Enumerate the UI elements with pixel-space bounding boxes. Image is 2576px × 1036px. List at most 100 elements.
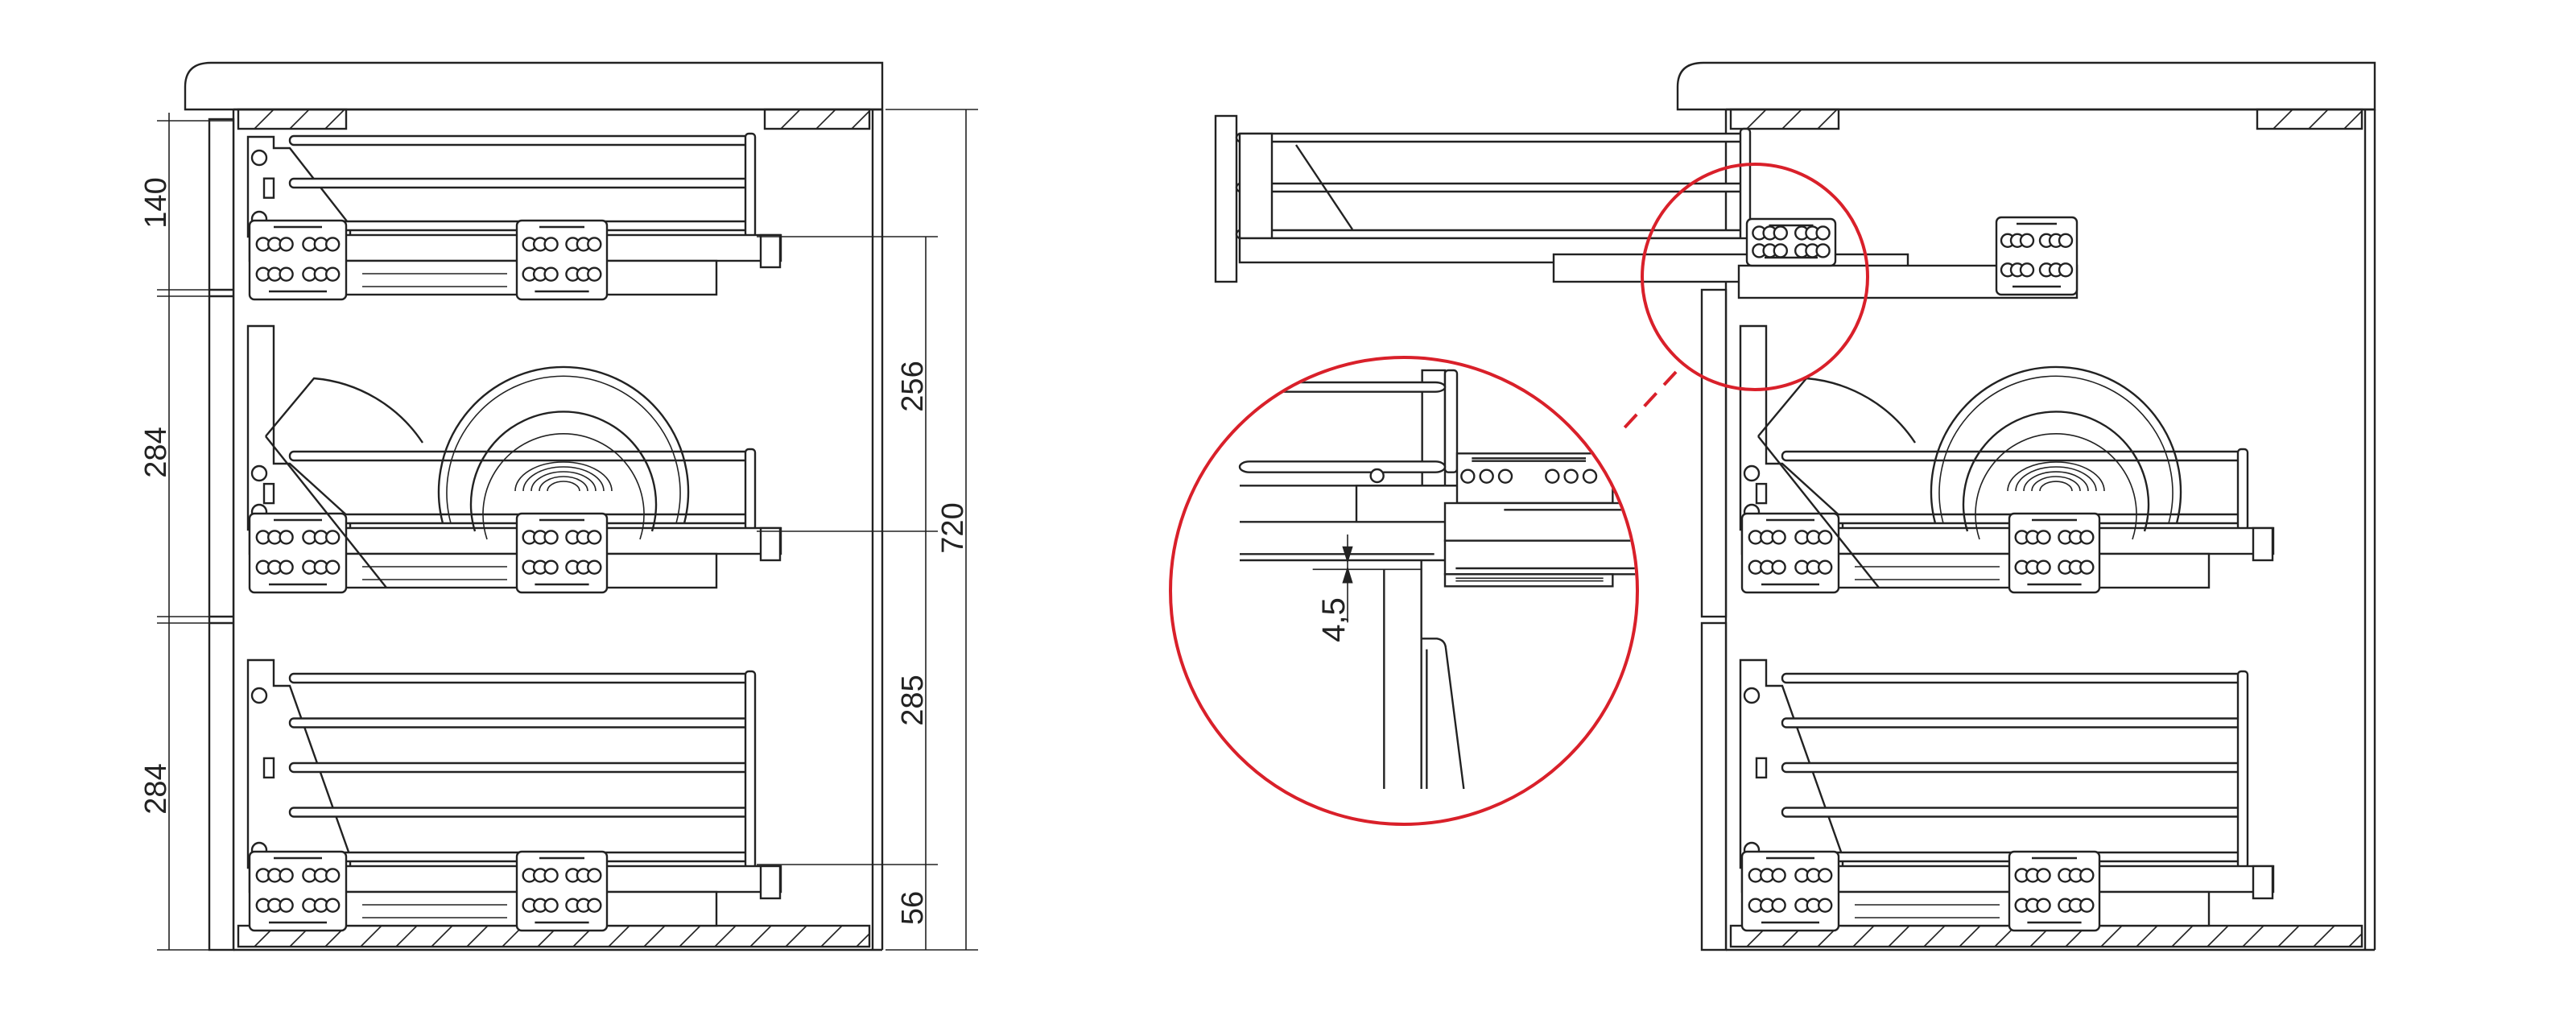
line-work bbox=[2100, 925, 2123, 947]
line-work bbox=[2308, 109, 2329, 130]
line-work bbox=[1740, 850, 1840, 932]
line-work bbox=[2039, 481, 2073, 492]
mounting-hole bbox=[543, 898, 559, 913]
basket-rail bbox=[1781, 762, 2243, 774]
slide-mounting-plate bbox=[515, 219, 609, 301]
line-work bbox=[714, 925, 737, 947]
line-work bbox=[2171, 925, 2194, 947]
basket-front-post bbox=[744, 132, 757, 238]
dimension-label-284-upper: 284 bbox=[139, 427, 173, 477]
line-work bbox=[289, 109, 310, 130]
right-cabinet-view bbox=[1214, 61, 2376, 951]
dinner-plates bbox=[1757, 365, 2182, 588]
basket-rail bbox=[1781, 807, 2243, 818]
dimension-label-284-lower: 284 bbox=[139, 763, 173, 814]
mounting-hole bbox=[2058, 233, 2074, 248]
hatched-panel bbox=[763, 108, 871, 130]
mounting-hole bbox=[325, 559, 341, 575]
mounting-hole bbox=[1771, 898, 1786, 913]
screw-icon bbox=[250, 149, 268, 167]
slide-mounting-plate bbox=[1995, 216, 2079, 296]
line-work bbox=[265, 435, 387, 588]
pull-out-basket bbox=[246, 658, 782, 932]
slide-mounting-plate bbox=[2008, 850, 2101, 932]
line-work bbox=[437, 365, 690, 524]
basket-rail bbox=[1781, 717, 2243, 729]
line-work bbox=[2313, 925, 2335, 947]
basket-front-post bbox=[744, 448, 757, 531]
line-work bbox=[815, 109, 836, 130]
line-work bbox=[522, 466, 605, 492]
line-work bbox=[237, 108, 348, 130]
line-work bbox=[1930, 365, 2182, 524]
hatched-panel bbox=[1729, 108, 1840, 130]
screw-icon bbox=[1369, 468, 1385, 484]
basket-rail bbox=[288, 177, 750, 189]
basket-side-bracket bbox=[1238, 132, 1274, 240]
line-work bbox=[1817, 109, 1838, 130]
basket-rail bbox=[1781, 450, 2243, 462]
basket-front-post bbox=[1443, 369, 1459, 473]
mounting-hole bbox=[2036, 530, 2051, 545]
dimension-label-4-5: 4,5 bbox=[1316, 597, 1352, 642]
line-work bbox=[608, 925, 630, 947]
slide-mounting-plate bbox=[515, 850, 609, 932]
mounting-hole bbox=[587, 868, 602, 883]
pull-out-basket bbox=[246, 132, 782, 301]
line-work bbox=[248, 219, 348, 301]
line-work bbox=[1852, 925, 1875, 947]
mounting-hole bbox=[2079, 898, 2095, 913]
slide-mounting-plate bbox=[1740, 850, 1840, 932]
line-work bbox=[2031, 476, 2081, 492]
line-work bbox=[1975, 432, 2137, 540]
mounting-hole bbox=[587, 266, 602, 282]
basket-front-post bbox=[2236, 448, 2249, 531]
line-work bbox=[547, 481, 580, 492]
line-work bbox=[2007, 461, 2105, 492]
line-work bbox=[539, 476, 588, 492]
line-work bbox=[466, 925, 489, 947]
dimension-label-140: 140 bbox=[139, 177, 173, 228]
basket-front-post bbox=[744, 670, 757, 869]
line-work bbox=[248, 512, 348, 594]
line-work bbox=[1443, 573, 1614, 588]
line-work bbox=[248, 850, 348, 932]
mounting-hole bbox=[2019, 233, 2035, 248]
drawer-front bbox=[1214, 114, 1238, 283]
line-work bbox=[1746, 109, 1767, 130]
line-work bbox=[1959, 925, 1981, 947]
line-work bbox=[679, 925, 701, 947]
mounting-hole bbox=[325, 868, 341, 883]
mounting-hole bbox=[325, 898, 341, 913]
line-work bbox=[2277, 925, 2300, 947]
line-work bbox=[2252, 865, 2274, 900]
magnified-detail: 4,5 bbox=[1172, 359, 1636, 823]
detail-source-circle bbox=[1641, 163, 1869, 391]
line-work bbox=[360, 925, 382, 947]
mounting-hole bbox=[1771, 868, 1786, 883]
mounting-hole bbox=[543, 559, 559, 575]
line-work bbox=[2023, 471, 2089, 492]
mounting-hole bbox=[325, 237, 341, 252]
screw-icon bbox=[250, 464, 268, 482]
left-dimension-chain: 140 284 284 bbox=[139, 113, 233, 951]
slide-mounting-plate bbox=[248, 219, 348, 301]
slide-mounting-plate bbox=[2008, 512, 2101, 594]
hatched-panel bbox=[237, 108, 348, 130]
mounting-hole bbox=[279, 530, 294, 545]
line-work bbox=[2252, 526, 2274, 562]
basket-rail bbox=[1238, 460, 1447, 473]
mounting-hole bbox=[2036, 898, 2051, 913]
line-work bbox=[1757, 435, 1880, 588]
mounting-hole bbox=[1815, 243, 1831, 258]
line-work bbox=[856, 933, 870, 947]
mounting-hole bbox=[279, 898, 294, 913]
mounting-hole bbox=[325, 530, 341, 545]
line-work bbox=[1757, 377, 1917, 444]
mounting-hole bbox=[1771, 530, 1786, 545]
line-work bbox=[780, 109, 801, 130]
line-work bbox=[1781, 109, 1802, 130]
line-work bbox=[515, 512, 609, 594]
line-work bbox=[2008, 512, 2101, 594]
